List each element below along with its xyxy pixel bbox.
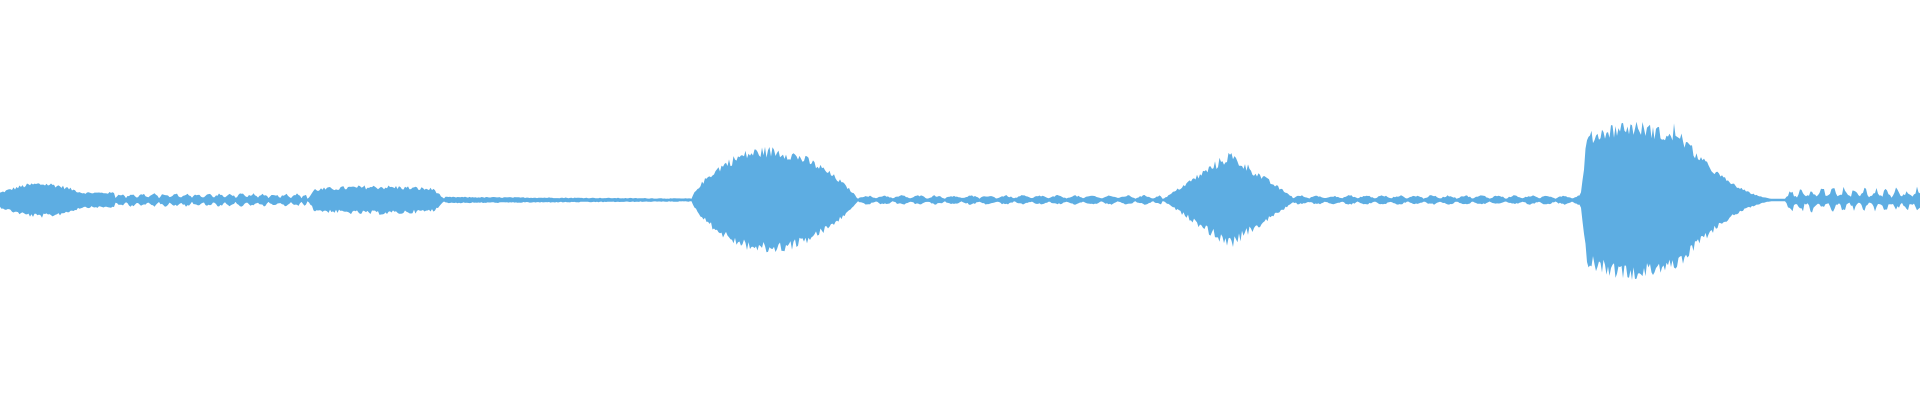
waveform-path	[0, 121, 1920, 280]
